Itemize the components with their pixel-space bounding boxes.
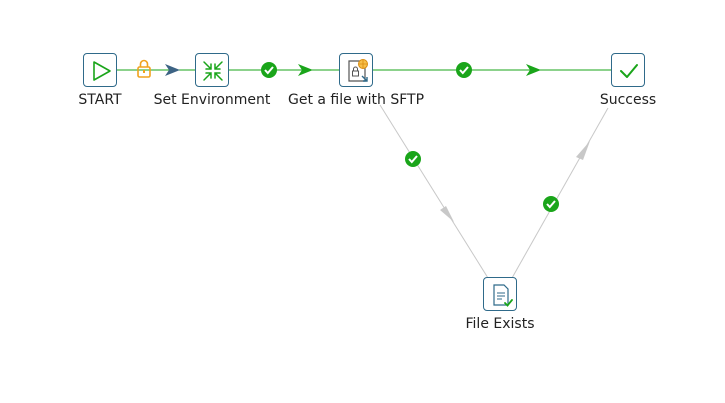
arrowhead-icon [165, 64, 180, 76]
node-label-file-exists: File Exists [465, 316, 535, 332]
lock-icon[interactable] [137, 59, 151, 78]
arrowhead-icon [526, 64, 541, 76]
sftp-get-file-icon [348, 59, 368, 82]
check-circle-icon[interactable] [405, 151, 421, 167]
hops-layer [117, 64, 611, 279]
node-label-set-environment: Set Environment [153, 92, 271, 108]
arrowhead-icon [298, 64, 313, 76]
checkmark-icon [620, 64, 638, 78]
node-label-success: Success [599, 92, 657, 108]
node-get-file-sftp[interactable] [339, 53, 373, 87]
node-set-environment[interactable] [195, 53, 229, 87]
arrowhead-icon [440, 206, 454, 222]
node-success[interactable] [611, 53, 645, 87]
compress-arrows-icon [203, 61, 223, 81]
check-circle-icon[interactable] [543, 196, 559, 212]
hop-file-exists-to-success[interactable] [511, 107, 609, 279]
node-label-get-file-sftp: Get a file with SFTP [287, 92, 425, 108]
check-circle-icon[interactable] [456, 62, 472, 78]
node-start[interactable] [83, 53, 117, 87]
play-triangle-icon [93, 61, 111, 81]
node-file-exists[interactable] [483, 277, 517, 311]
check-circle-icon[interactable] [261, 62, 277, 78]
node-label-start: START [78, 92, 122, 108]
arrowhead-icon [576, 141, 590, 160]
hop-sftp-to-file-exists[interactable] [379, 104, 489, 279]
file-check-icon [493, 284, 513, 307]
